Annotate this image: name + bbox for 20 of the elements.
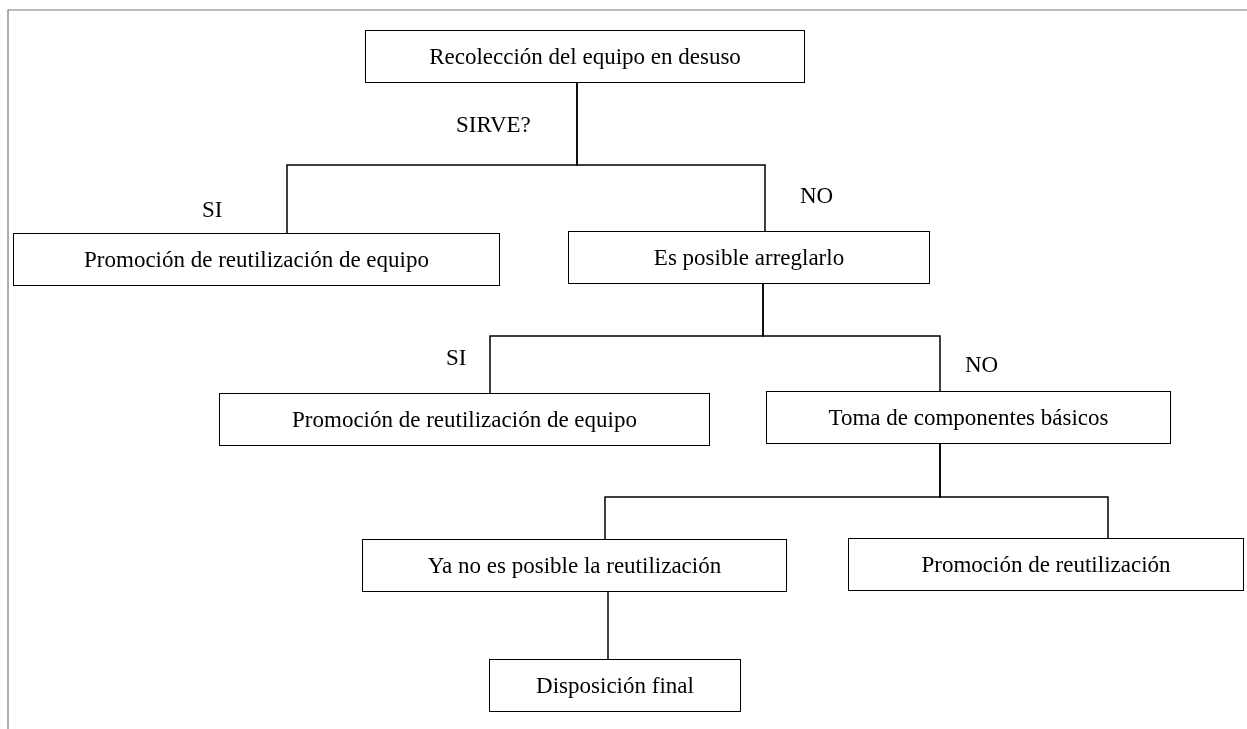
process-box [219, 393, 710, 446]
box-label: Disposición final [536, 672, 694, 699]
box-label: Promoción de reutilización [921, 551, 1171, 578]
connector-line [939, 443, 1109, 539]
box-label: Toma de componentes básicos [828, 404, 1109, 431]
box-label: Recolección del equipo en desuso [429, 43, 741, 70]
process-box [766, 391, 1171, 444]
connector-line [576, 82, 766, 232]
process-box [848, 538, 1244, 591]
process-box [13, 233, 500, 286]
box-label: Promoción de reutilización de equipo [84, 246, 429, 273]
process-box [489, 659, 741, 712]
box-label: Es posible arreglarlo [653, 244, 845, 271]
box-label: Ya no es posible la reutilización [427, 552, 722, 579]
connector-line [762, 283, 941, 392]
process-box [365, 30, 805, 83]
process-box [568, 231, 930, 284]
process-box [362, 539, 787, 592]
box-label: Promoción de reutilización de equipo [292, 406, 637, 433]
connector-line [607, 591, 609, 660]
